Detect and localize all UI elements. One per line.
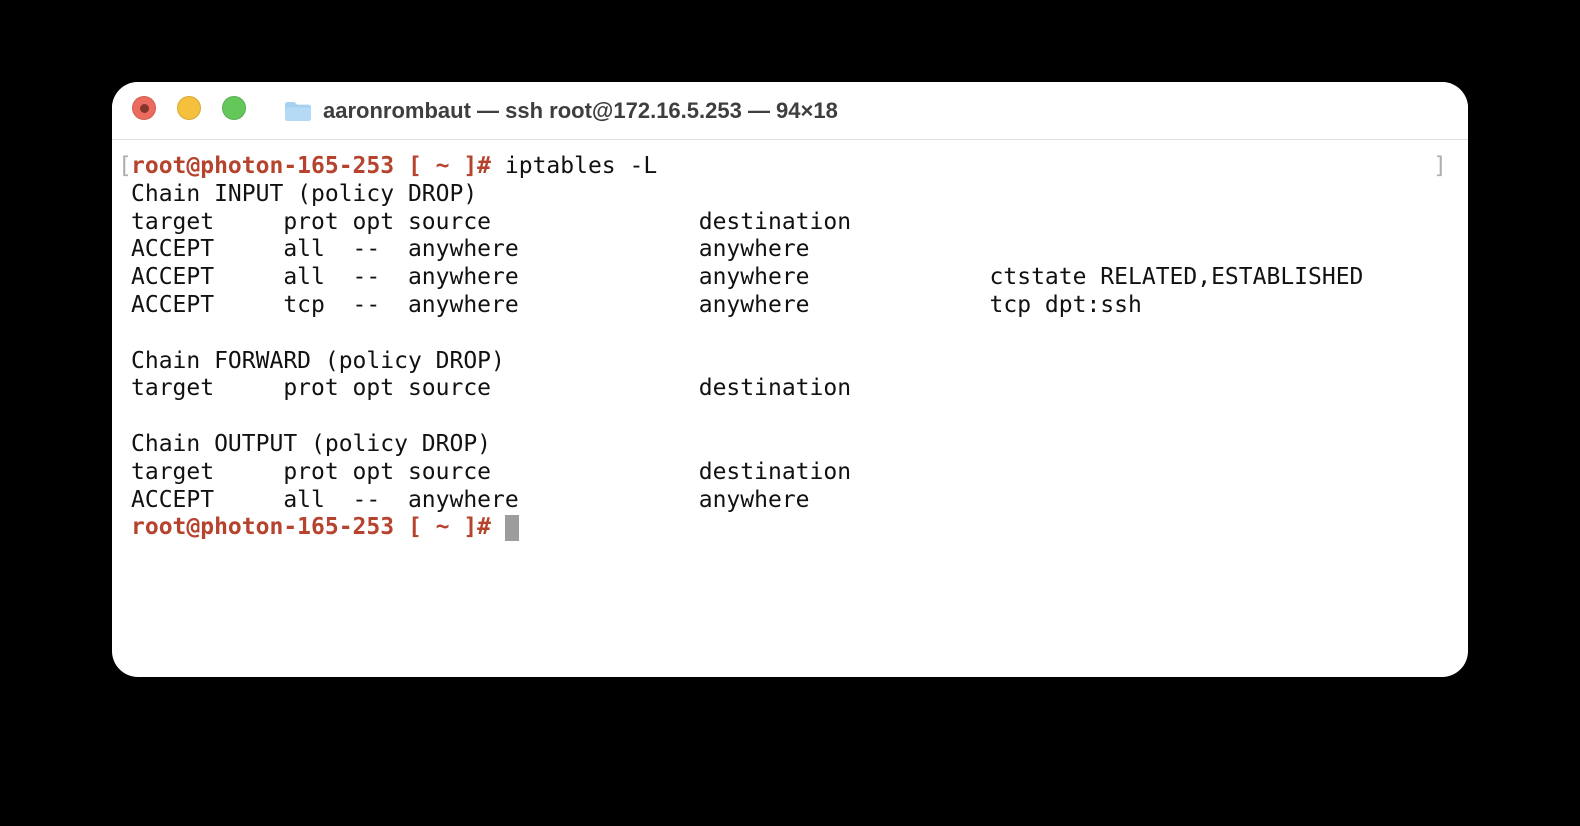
- shell-prompt: root@photon-165-253 [ ~ ]#: [131, 153, 492, 179]
- terminal-text: ACCEPT all -- anywhere anywhere: [131, 236, 810, 263]
- terminal-line: ACCEPT tcp -- anywhere anywhere tcp dpt:…: [131, 292, 1468, 320]
- terminal-line: root@photon-165-253 [ ~ ]#: [131, 514, 1468, 542]
- command-mark-close: ]: [1433, 153, 1447, 179]
- terminal-text: target prot opt source destination: [131, 375, 852, 402]
- terminal-line: ACCEPT all -- anywhere anywhere ctstate …: [131, 264, 1468, 292]
- terminal-line: target prot opt source destination: [131, 459, 1468, 487]
- title-group: aaronrombaut — ssh root@172.16.5.253 — 9…: [283, 82, 838, 139]
- terminal-text: ACCEPT all -- anywhere anywhere: [131, 486, 810, 513]
- terminal-line: target prot opt source destination: [131, 209, 1468, 237]
- folder-proxy-icon: [283, 99, 313, 123]
- terminal-window: aaronrombaut — ssh root@172.16.5.253 — 9…: [112, 82, 1468, 677]
- terminal-line: [131, 403, 1468, 431]
- terminal-line: target prot opt source destination: [131, 375, 1468, 403]
- terminal-text: ACCEPT all -- anywhere anywhere ctstate …: [131, 264, 1364, 291]
- close-button[interactable]: [132, 96, 156, 120]
- terminal-text: Chain OUTPUT (policy DROP): [131, 430, 492, 457]
- cursor-block: [504, 515, 519, 542]
- command-mark-open: [: [118, 153, 132, 179]
- terminal-text: iptables -L: [491, 153, 658, 179]
- close-edited-dot: [139, 103, 149, 113]
- terminal-line: Chain FORWARD (policy DROP): [131, 348, 1468, 376]
- window-title: aaronrombaut — ssh root@172.16.5.253 — 9…: [323, 97, 838, 123]
- terminal-line: ACCEPT all -- anywhere anywhere: [131, 487, 1468, 515]
- shell-prompt: root@photon-165-253 [ ~ ]#: [131, 514, 505, 541]
- minimize-button[interactable]: [177, 96, 201, 120]
- terminal-text: ACCEPT tcp -- anywhere anywhere tcp dpt:…: [131, 291, 1142, 318]
- terminal-line: [root@photon-165-253 [ ~ ]# iptables -L]: [118, 153, 1468, 181]
- terminal-line: [131, 320, 1468, 348]
- zoom-button[interactable]: [222, 96, 246, 120]
- terminal-line: Chain OUTPUT (policy DROP): [131, 431, 1468, 459]
- terminal-line: Chain INPUT (policy DROP): [131, 181, 1468, 209]
- traffic-lights: [132, 96, 246, 120]
- terminal-line: ACCEPT all -- anywhere anywhere: [131, 236, 1468, 264]
- terminal-text: target prot opt source destination: [131, 458, 852, 485]
- terminal-text: target prot opt source destination: [131, 208, 852, 235]
- title-bar[interactable]: aaronrombaut — ssh root@172.16.5.253 — 9…: [112, 82, 1468, 140]
- terminal-text: Chain FORWARD (policy DROP): [131, 347, 505, 374]
- terminal-screen[interactable]: [root@photon-165-253 [ ~ ]# iptables -L]…: [112, 140, 1468, 542]
- terminal-text: Chain INPUT (policy DROP): [131, 180, 478, 207]
